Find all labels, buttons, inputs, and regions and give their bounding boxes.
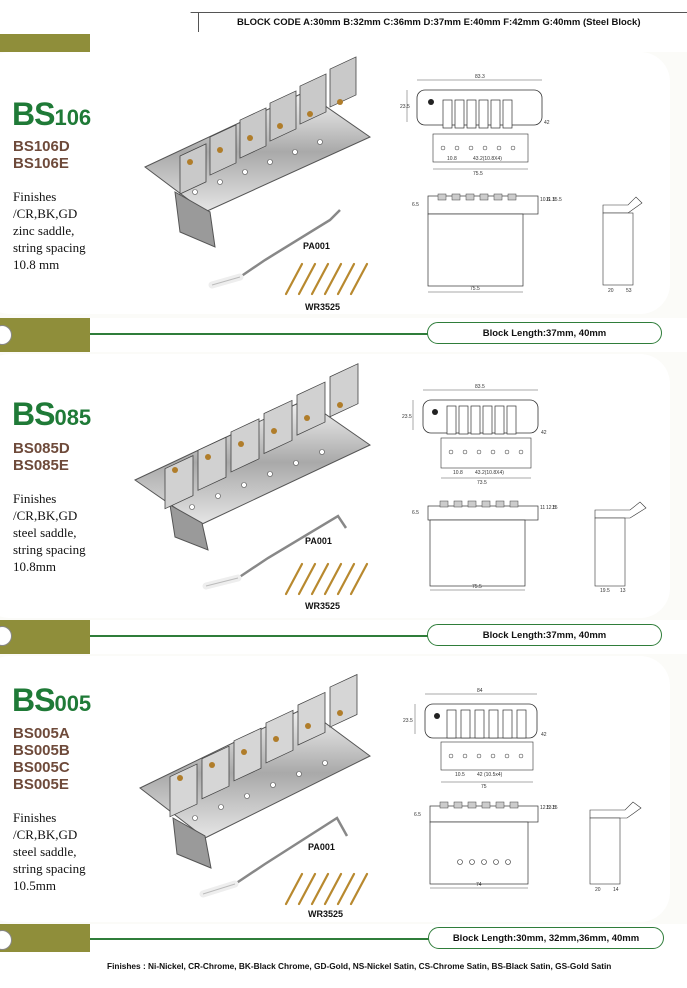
variant-code: BS106D: [13, 138, 70, 155]
variant-code: BS005C: [13, 759, 70, 776]
block-code-header: BLOCK CODE A:30mm B:32mm C:36mm D:37mm E…: [198, 12, 687, 32]
variant-code: BS005B: [13, 742, 70, 759]
dim-side-a: 20: [595, 887, 601, 893]
olive-tab-1: [0, 318, 90, 352]
dim-block-c: 13.5: [546, 805, 556, 811]
dim-bottom: 75: [481, 784, 487, 790]
dim-side-a: 19.5: [600, 588, 610, 594]
variant-code: BS005E: [13, 776, 69, 793]
dim-block-d: 15.5: [552, 197, 562, 203]
bridge-image-bs085: [134, 363, 371, 551]
finish-spec-bs085: Finishes /CR,BK,GD steel saddle, string …: [13, 491, 86, 574]
dim-block-len: 75.5: [470, 286, 480, 292]
dimension-diagram-block-bs085: 6.5 11 12.5 15 75.5: [412, 500, 558, 591]
screws-wr3525-1: [284, 262, 369, 296]
model-title-bs005: BS005: [12, 682, 92, 718]
screw-label: WR3525: [305, 302, 341, 312]
dimension-diagram-top-bs085: 83.5 23.5 42 10.8 43.2(10.8X4) 73.5: [402, 384, 547, 486]
variant-code: BS005A: [13, 725, 70, 742]
arm-label: PA001: [303, 241, 330, 251]
side-view-bs085: 19.5 13: [594, 501, 647, 594]
dim-block-b: 11: [540, 505, 545, 511]
dim-block-a: 6.5: [412, 202, 419, 208]
dim-height: 23.5: [400, 104, 410, 110]
dim-top-width: 83.3: [475, 74, 485, 80]
screw-label: WR3525: [308, 909, 344, 919]
model-title-bs085: BS085: [12, 396, 92, 432]
dim-spacing-total: 42 (10.5x4): [477, 772, 503, 778]
dim-top-width: 84: [477, 688, 483, 694]
dim-side: 42: [541, 732, 547, 738]
band-line-1: [90, 333, 430, 335]
arm-label: PA001: [308, 842, 335, 852]
bridge-image-bs005: [139, 673, 371, 869]
side-view-bs005: 20 14: [589, 801, 642, 893]
dim-bottom: 73.5: [477, 480, 487, 486]
dim-side-b: 14: [613, 887, 619, 893]
variant-code: BS085E: [13, 457, 69, 474]
finishes-legend: Finishes : Ni-Nickel, CR-Chrome, BK-Blac…: [107, 961, 612, 971]
olive-tab-3: [0, 924, 90, 952]
screws-wr3525-3: [284, 872, 369, 906]
dim-block-b: 12.5: [540, 805, 550, 811]
dim-height: 23.5: [403, 718, 413, 724]
screws-wr3525-2: [284, 562, 369, 596]
finish-spec-bs005: Finishes /CR,BK,GD steel saddle, string …: [13, 810, 86, 893]
dim-block-c: 12.5: [546, 505, 556, 511]
tremolo-arm-pa001-1: [208, 209, 341, 289]
screw-label: WR3525: [305, 601, 341, 611]
dim-bottom: 75.5: [473, 171, 483, 177]
dim-height: 23.5: [402, 414, 412, 420]
dim-block-a: 6.5: [412, 510, 419, 516]
dim-top-width: 83.5: [475, 384, 485, 390]
dim-side: 42: [541, 430, 547, 436]
variant-list-bs085: BS085D BS085E: [13, 440, 70, 474]
variant-list-bs005: BS005A BS005B BS005C BS005E: [13, 725, 70, 793]
band-line-3: [90, 938, 430, 940]
dim-block-len: 75.5: [472, 584, 482, 590]
dim-block-d: 15: [552, 505, 558, 511]
dimension-diagram-block-bs106: 6.5 10.6 11.5 15.5 75.5: [412, 193, 562, 293]
finish-spec-bs106: Finishes /CR,BK,GD zinc saddle, string s…: [13, 189, 86, 272]
dim-block-len: 74: [476, 882, 482, 888]
dim-block-c: 11.5: [546, 197, 556, 203]
dim-side-b: 13: [620, 588, 626, 594]
block-length-pill-bs085: Block Length:37mm, 40mm: [427, 624, 662, 646]
variant-code: BS085D: [13, 440, 70, 457]
dim-side: 42: [544, 120, 550, 126]
dim-spacing-total: 43.2(10.8X4): [473, 156, 502, 162]
dim-side-a: 20: [608, 288, 614, 294]
side-view-bs106: 20 53: [602, 196, 643, 294]
bridge-image-bs106: [144, 56, 372, 248]
model-title-bs106: BS106: [12, 96, 92, 132]
dim-block-b: 10.6: [540, 197, 550, 203]
dim-spacing: 10.5: [455, 772, 465, 778]
tremolo-arm-pa001-2: [202, 514, 348, 590]
arm-label: PA001: [305, 536, 332, 546]
tremolo-arm-pa001-3: [199, 816, 349, 898]
variant-list-bs106: BS106D BS106E: [13, 138, 70, 172]
block-length-pill-bs005: Block Length:30mm, 32mm,36mm, 40mm: [428, 927, 664, 949]
variant-code: BS106E: [13, 155, 69, 172]
dimension-diagram-top-bs005: 84 23.5 42 10.5 42 (10.5x4) 75: [403, 688, 547, 790]
dim-spacing: 10.8: [447, 156, 457, 162]
olive-tab-2: [0, 620, 90, 654]
olive-tab-top: [0, 34, 90, 52]
dim-side-b: 53: [626, 288, 632, 294]
dimension-diagram-top-bs106: 83.3 23.5 42 10.8 43.2(10.8X4) 75.5: [400, 74, 550, 177]
dim-block-a: 6.5: [414, 812, 421, 818]
dim-block-d: 15: [552, 805, 558, 811]
block-length-pill-bs106: Block Length:37mm, 40mm: [427, 322, 662, 344]
dimension-diagram-block-bs005: 6.5 12.5 13.5 15 74: [414, 801, 558, 889]
dim-spacing-total: 43.2(10.8X4): [475, 470, 504, 476]
dim-spacing: 10.8: [453, 470, 463, 476]
band-line-2: [90, 635, 430, 637]
